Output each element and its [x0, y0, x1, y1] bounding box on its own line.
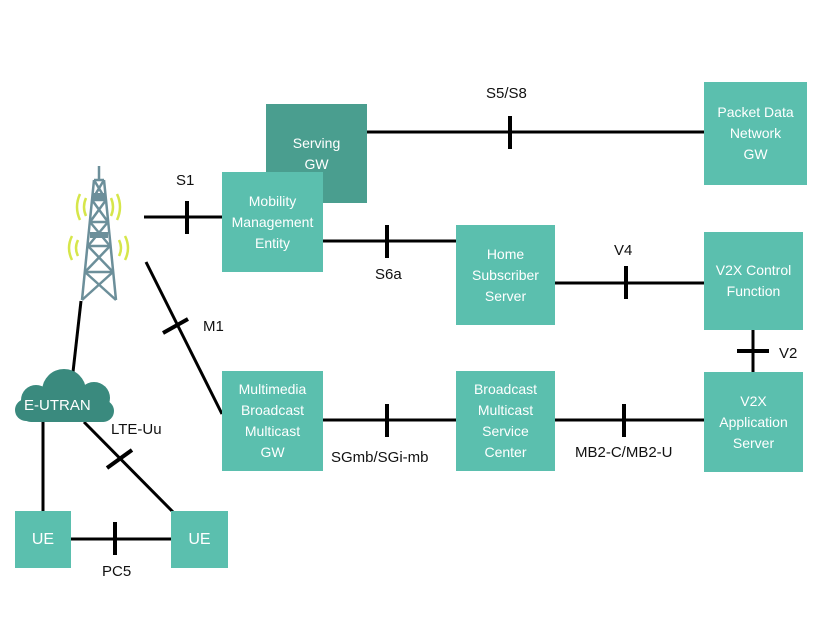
v2-label: V2 [779, 345, 798, 362]
cloud-icon [15, 369, 114, 422]
mb2-label: MB2-C/MB2-U [575, 444, 673, 461]
pc5-label: PC5 [102, 563, 132, 580]
tick-m1 [162, 317, 189, 335]
cell-tower-icon [67, 166, 130, 301]
m1-label: M1 [203, 318, 224, 335]
v4-label: V4 [614, 242, 633, 259]
link-tower-eutran [71, 300, 83, 373]
ue-left-node: UE [15, 511, 71, 568]
v2x-control-function-node: V2X Control Function [704, 232, 803, 330]
sgmb-sgi-mb-label: SGmb/SGi-mb [331, 449, 429, 466]
s1-label: S1 [176, 172, 195, 189]
packet-data-network-gw-node: Packet Data Network GW [704, 82, 807, 185]
s6a-label: S6a [375, 266, 402, 283]
home-subscriber-server-node: Home Subscriber Server [456, 225, 555, 325]
link-m1 [144, 261, 224, 415]
tick-lte-uu [105, 448, 134, 470]
e-utran-label: E-UTRAN [24, 397, 91, 414]
link-lte-uu [82, 420, 176, 515]
interface-ticks [105, 116, 769, 555]
s5-s8-label: S5/S8 [486, 85, 527, 102]
connections [41, 130, 755, 541]
mobility-management-entity-node: Mobility Management Entity [222, 172, 323, 272]
bmsc-node: Broadcast Multicast Service Center [456, 371, 555, 471]
v2x-application-server-node: V2X Application Server [704, 372, 803, 472]
ue-right-node: UE [171, 511, 228, 568]
mbms-gw-node: Multimedia Broadcast Multicast GW [222, 371, 323, 471]
lte-uu-label: LTE-Uu [111, 421, 162, 438]
